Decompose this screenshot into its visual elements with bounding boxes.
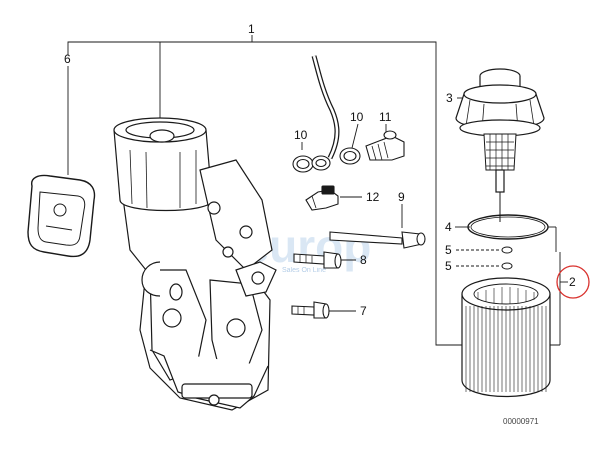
leader-10b [351, 123, 359, 149]
callout-12: 12 [366, 190, 380, 204]
oil-sensor-part-12 [305, 185, 339, 211]
o-ring-part-4 [467, 214, 549, 240]
callout-5a: 5 [445, 243, 452, 257]
drawing-code: 00000971 [503, 417, 539, 426]
callout-4: 4 [445, 220, 452, 234]
callout-10a: 10 [294, 128, 308, 142]
leader-lines [67, 35, 568, 346]
filter-cover-part-3 [455, 68, 545, 222]
callout-10b: 10 [350, 110, 364, 124]
callout-6: 6 [64, 52, 71, 66]
callout-7: 7 [360, 304, 367, 318]
bolt-part-7 [291, 301, 330, 319]
oil-filter-housing-part-1 [113, 117, 277, 411]
seal-rings-part-5 [501, 246, 513, 270]
callout-1: 1 [248, 22, 255, 36]
oil-pipe-and-fittings [292, 55, 405, 173]
callout-8: 8 [360, 253, 367, 267]
bolt-part-9 [329, 231, 426, 249]
callout-11: 11 [379, 110, 392, 124]
callout-3: 3 [446, 91, 453, 105]
filter-element-part-2 [461, 277, 551, 398]
gasket-part-6 [27, 174, 96, 258]
highlight-circle-2 [556, 265, 590, 299]
callout-2: 2 [569, 275, 576, 289]
callout-labels: 1 2 3 4 5 5 6 7 8 9 10 10 11 12 [64, 22, 576, 318]
callout-5b: 5 [445, 259, 452, 273]
callout-9: 9 [398, 190, 405, 204]
watermark-tagline: Sales On Line [282, 267, 326, 274]
bolt-part-8 [293, 251, 342, 269]
